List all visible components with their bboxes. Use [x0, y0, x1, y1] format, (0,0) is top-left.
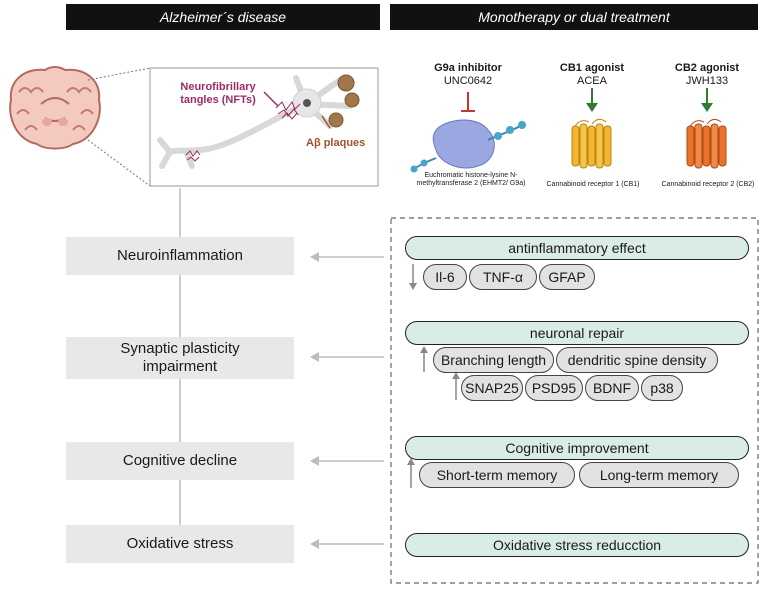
cb2-activation-arrow — [701, 88, 713, 112]
marker-snap25: SNAP25 — [461, 375, 523, 401]
pathology-oxidative-stress: Oxidative stress — [66, 525, 294, 563]
plaque-pointer — [321, 115, 331, 129]
agent-cb2-target: Cannabinoid receptor 2 (CB2) — [661, 181, 755, 188]
agent-cb2-compound: JWH133 — [685, 75, 729, 87]
zoom-line-top — [87, 67, 151, 81]
effect-cognitive-improvement: Cognitive improvement — [405, 436, 749, 460]
repair-spine-density: dendritic spine density — [556, 347, 718, 373]
zoom-line-bottom — [87, 139, 151, 187]
nft-label: Neurofibrillary tangles (NFTs) — [180, 81, 256, 106]
pathology-neuroinflammation: Neuroinflammation — [66, 237, 294, 275]
marker-p38: p38 — [641, 375, 683, 401]
nft-tangles — [185, 101, 301, 162]
effect-neuronal-repair: neuronal repair — [405, 321, 749, 345]
memory-short-term: Short-term memory — [419, 462, 575, 488]
header-treatment: Monotherapy or dual treatment — [390, 4, 758, 30]
effect-oxidative-reduction: Oxidative stress reducction — [405, 533, 749, 557]
memory-long-term: Long-term memory — [579, 462, 739, 488]
g9a-inhibition-arrow — [461, 92, 475, 112]
nft-pointer — [263, 91, 279, 107]
cb1-activation-arrow — [586, 88, 598, 112]
down-arrow-icon — [409, 264, 417, 290]
up-arrow-icon — [407, 346, 460, 488]
plaque-label: Aβ plaques — [306, 137, 366, 149]
effect-antinflammatory: antinflammatory effect — [405, 236, 749, 260]
agent-cb2-name: CB2 agonist — [674, 62, 740, 74]
link-arrows — [310, 252, 384, 549]
header-alzheimers: Alzheimer´s disease — [66, 4, 380, 30]
agent-cb1-compound: ACEA — [577, 75, 607, 87]
agent-g9a-compound: UNC0642 — [443, 75, 493, 87]
marker-il6: Il-6 — [423, 264, 467, 290]
repair-branching-length: Branching length — [433, 347, 554, 373]
brain-icon — [9, 66, 101, 150]
effects-box — [390, 217, 759, 584]
marker-tnf: TNF-α — [469, 264, 537, 290]
cb2-receptor-icon — [686, 118, 727, 169]
agent-cb1-name: CB1 agonist — [559, 62, 625, 74]
ab-plaques — [328, 74, 360, 128]
agent-g9a-name: G9a inhibitor — [434, 62, 502, 74]
neuron-nucleus — [303, 99, 311, 107]
marker-psd95: PSD95 — [525, 375, 583, 401]
cb1-receptor-icon — [571, 118, 612, 169]
pathology-cognitive-decline: Cognitive decline — [66, 442, 294, 480]
g9a-protein-icon — [410, 119, 526, 173]
neuron-illustration — [157, 75, 353, 169]
marker-bdnf: BDNF — [585, 375, 639, 401]
agent-cb1-target: Cannabinoid receptor 1 (CB1) — [546, 181, 640, 188]
agent-g9a-target: Euchromatic histone-lysine N-methyltrans… — [416, 172, 526, 187]
pathology-synaptic-plasticity: Synaptic plasticity impairment — [66, 337, 294, 379]
marker-gfap: GFAP — [539, 264, 595, 290]
